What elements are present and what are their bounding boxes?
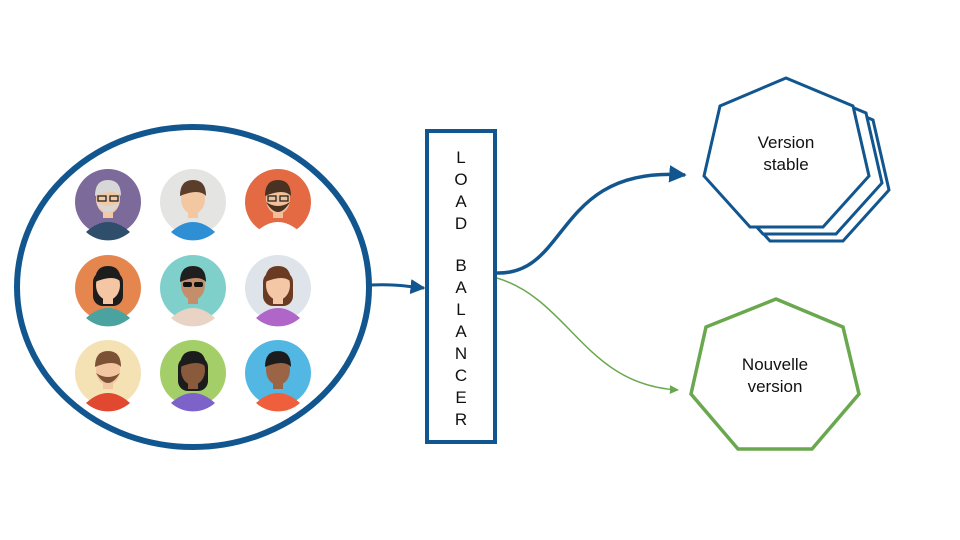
bearded-man-glasses-avatar-icon	[245, 169, 311, 241]
load-balancer-letter: B	[455, 256, 466, 275]
users-avatar-grid	[75, 169, 311, 412]
load-balancer-letter: E	[455, 388, 466, 407]
curly-hair-sunglasses-avatar-icon	[160, 255, 226, 327]
loadbalancer-to-nouvelle-arrow	[496, 277, 679, 395]
load-balancer-letter: C	[455, 366, 467, 385]
load-balancer-letter: R	[455, 410, 467, 429]
users-to-loadbalancer-arrow	[369, 279, 426, 295]
load-balancer-box	[425, 129, 497, 444]
load-balancer-letter: N	[455, 344, 467, 363]
loadbalancer-to-stable-arrow	[496, 165, 687, 275]
load-balancer-letter: D	[455, 214, 467, 233]
bald-bearded-man-avatar-icon	[75, 340, 141, 412]
load-balancer-letter: O	[454, 170, 467, 189]
nouvelle-version-label-line1: Nouvelle	[742, 355, 808, 374]
load-balancer-letter: L	[456, 148, 465, 167]
load-balancer-letter: A	[455, 322, 467, 341]
dark-skin-man-avatar-icon	[245, 340, 311, 412]
woman-black-bob-avatar-icon	[75, 255, 141, 327]
nouvelle-version-label-line2: version	[748, 377, 803, 396]
load-balancer-letter: A	[455, 192, 467, 211]
nouvelle-version-node: Nouvelle version	[689, 297, 861, 451]
woman-braids-avatar-icon	[160, 340, 226, 412]
woman-long-brown-hair-avatar-icon	[245, 255, 311, 327]
load-balancer-letter: A	[455, 278, 467, 297]
load-balancer-letter: L	[456, 300, 465, 319]
elderly-man-glasses-avatar-icon	[75, 169, 141, 241]
man-brown-hair-avatar-icon	[160, 169, 226, 241]
stable-version-label-line2: stable	[763, 155, 808, 174]
stable-version-node: Version stable	[702, 76, 891, 243]
stable-version-label-line1: Version	[758, 133, 815, 152]
